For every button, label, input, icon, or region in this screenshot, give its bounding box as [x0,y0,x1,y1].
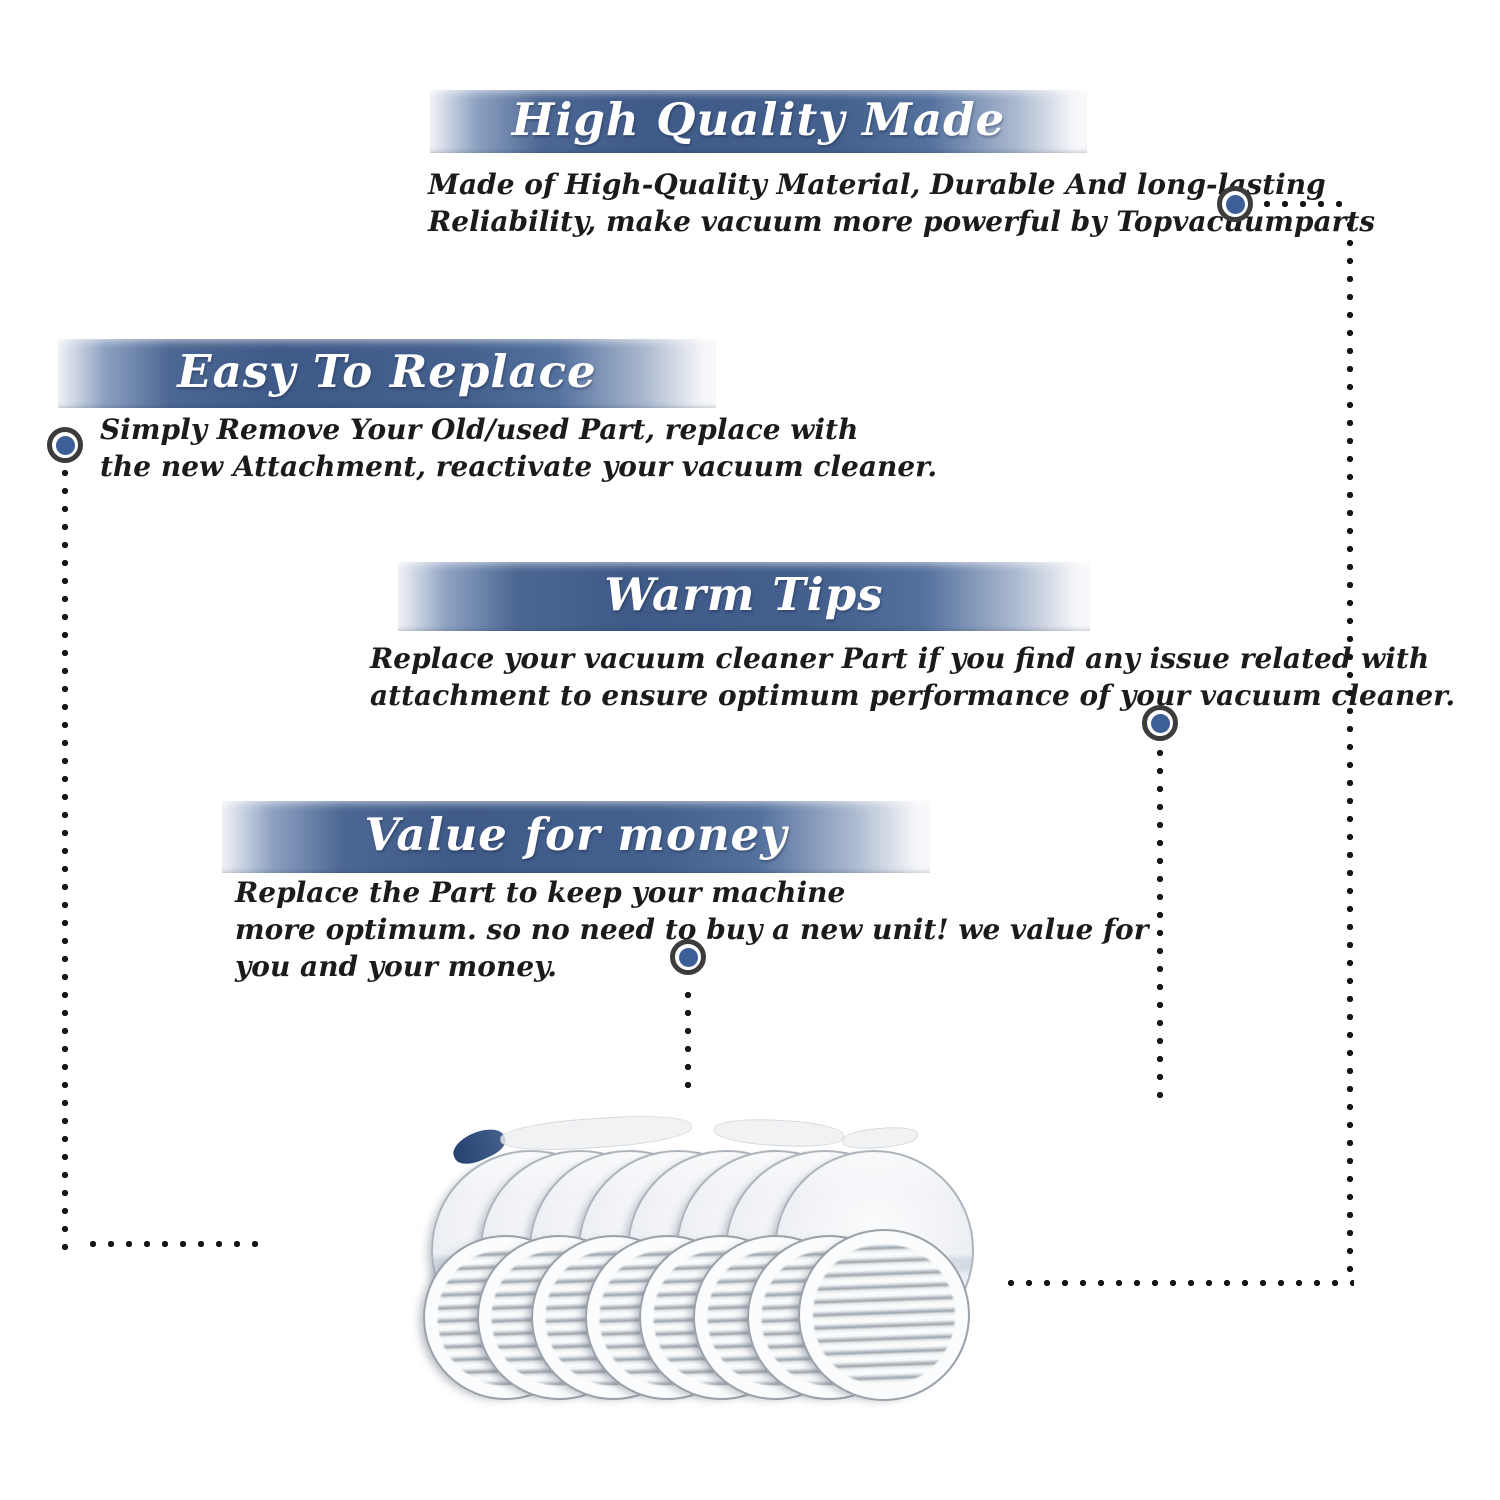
description-easy-to-replace: Simply Remove Your Old/used Part, replac… [100,411,937,485]
connector-dotted-line [84,1240,264,1248]
connector-dotted-line [1156,744,1164,1104]
callout-marker-icon [1142,705,1178,741]
connector-dotted-line [1346,216,1354,1284]
description-line: you and your money. [235,950,557,983]
banner-title-value-for-money: Value for money [364,808,788,861]
banner-value-for-money: Value for money [222,801,930,873]
pad-outline-sketch [841,1124,919,1152]
description-line: Made of High-Quality Material, Durable A… [428,168,1326,201]
description-line: Simply Remove Your Old/used Part, replac… [100,413,859,446]
banner-title-warm-tips: Warm Tips [604,567,884,621]
description-warm-tips: Replace your vacuum cleaner Part if you … [370,640,1456,714]
callout-marker-icon [670,939,706,975]
pad-outline-sketch [499,1111,693,1155]
banner-easy-to-replace: Easy To Replace [58,339,716,408]
connector-dotted-line [61,464,69,1250]
callout-marker-icon [1217,186,1253,222]
description-line: Replace your vacuum cleaner Part if you … [370,642,1430,675]
callout-marker-icon [47,427,83,463]
banner-warm-tips: Warm Tips [398,562,1090,631]
banner-high-quality-made: High Quality Made [430,90,1087,153]
banner-title-easy-to-replace: Easy To Replace [177,344,597,398]
connector-dotted-line [684,986,692,1092]
marker-blue-dot [678,947,698,967]
description-line: Replace the Part to keep your machine [235,876,846,909]
pad-outline-sketch [713,1116,845,1150]
marker-blue-dot [1225,194,1245,214]
description-value-for-money: Replace the Part to keep your machine mo… [235,874,1149,985]
mop-pad-scrub [798,1229,970,1401]
description-line: the new Attachment, reactivate your vacu… [100,450,938,483]
marker-blue-dot [1150,713,1170,733]
banner-title-high-quality-made: High Quality Made [511,92,1006,146]
description-line: attachment to ensure optimum performance… [370,679,1456,712]
marker-blue-dot [55,435,75,455]
connector-dotted-line [1002,1279,1354,1287]
connector-dotted-line [1258,200,1354,208]
